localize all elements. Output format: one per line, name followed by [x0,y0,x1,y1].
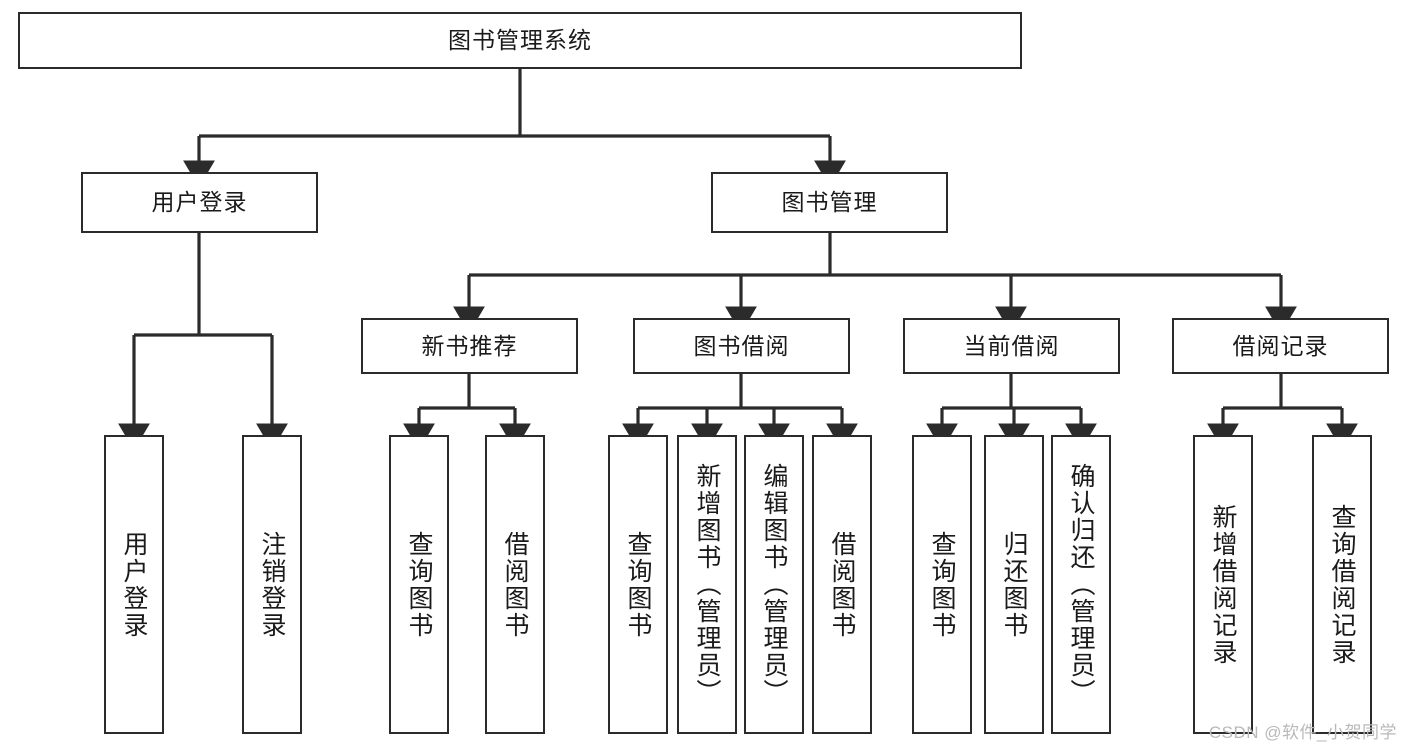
node-leaf-query-book-rec[interactable]: 查询图书 [389,435,449,734]
node-leaf-user-login[interactable]: 用户登录 [104,435,164,734]
node-book-borrow[interactable]: 图书借阅 [633,318,850,374]
node-root[interactable]: 图书管理系统 [18,12,1022,69]
node-new-book-recommend[interactable]: 新书推荐 [361,318,578,374]
node-leaf-add-borrow-record[interactable]: 新增借阅记录 [1193,435,1253,734]
node-leaf-edit-book-admin-label: 编辑图书（管理员） [760,463,788,706]
node-leaf-query-book-current-label: 查询图书 [928,530,956,639]
watermark-text: CSDN @软件_小贺同学 [1208,723,1397,742]
node-leaf-confirm-return-admin-label: 确认归还（管理员） [1067,463,1095,706]
node-current-borrow-label: 当前借阅 [963,332,1060,359]
node-leaf-borrow-book-borrow[interactable]: 借阅图书 [812,435,872,734]
node-user-login[interactable]: 用户登录 [81,172,318,233]
node-user-login-label: 用户登录 [151,189,248,216]
node-leaf-add-borrow-record-label: 新增借阅记录 [1209,503,1237,666]
node-leaf-borrow-book-rec-label: 借阅图书 [501,530,529,639]
node-leaf-edit-book-admin[interactable]: 编辑图书（管理员） [744,435,804,734]
node-leaf-query-borrow-record-label: 查询借阅记录 [1328,503,1356,666]
node-borrow-record-label: 借阅记录 [1232,332,1329,359]
node-book-manage[interactable]: 图书管理 [711,172,948,233]
node-leaf-query-book-borrow-label: 查询图书 [624,530,652,639]
node-leaf-return-book-label: 归还图书 [1000,530,1028,639]
node-borrow-record[interactable]: 借阅记录 [1172,318,1389,374]
node-leaf-add-book-admin[interactable]: 新增图书（管理员） [677,435,737,734]
node-root-label: 图书管理系统 [448,27,592,54]
node-leaf-confirm-return-admin[interactable]: 确认归还（管理员） [1051,435,1111,734]
node-leaf-query-book-rec-label: 查询图书 [405,530,433,639]
node-leaf-add-book-admin-label: 新增图书（管理员） [693,463,721,706]
node-leaf-logout-login-label: 注销登录 [258,530,286,639]
node-leaf-logout-login[interactable]: 注销登录 [242,435,302,734]
node-leaf-borrow-book-borrow-label: 借阅图书 [828,530,856,639]
node-leaf-query-borrow-record[interactable]: 查询借阅记录 [1312,435,1372,734]
node-leaf-query-book-borrow[interactable]: 查询图书 [608,435,668,734]
node-leaf-user-login-label: 用户登录 [120,530,148,639]
node-current-borrow[interactable]: 当前借阅 [903,318,1120,374]
node-book-borrow-label: 图书借阅 [693,332,790,359]
node-leaf-query-book-current[interactable]: 查询图书 [912,435,972,734]
node-leaf-borrow-book-rec[interactable]: 借阅图书 [485,435,545,734]
node-new-book-recommend-label: 新书推荐 [421,332,518,359]
node-leaf-return-book[interactable]: 归还图书 [984,435,1044,734]
node-book-manage-label: 图书管理 [781,189,878,216]
